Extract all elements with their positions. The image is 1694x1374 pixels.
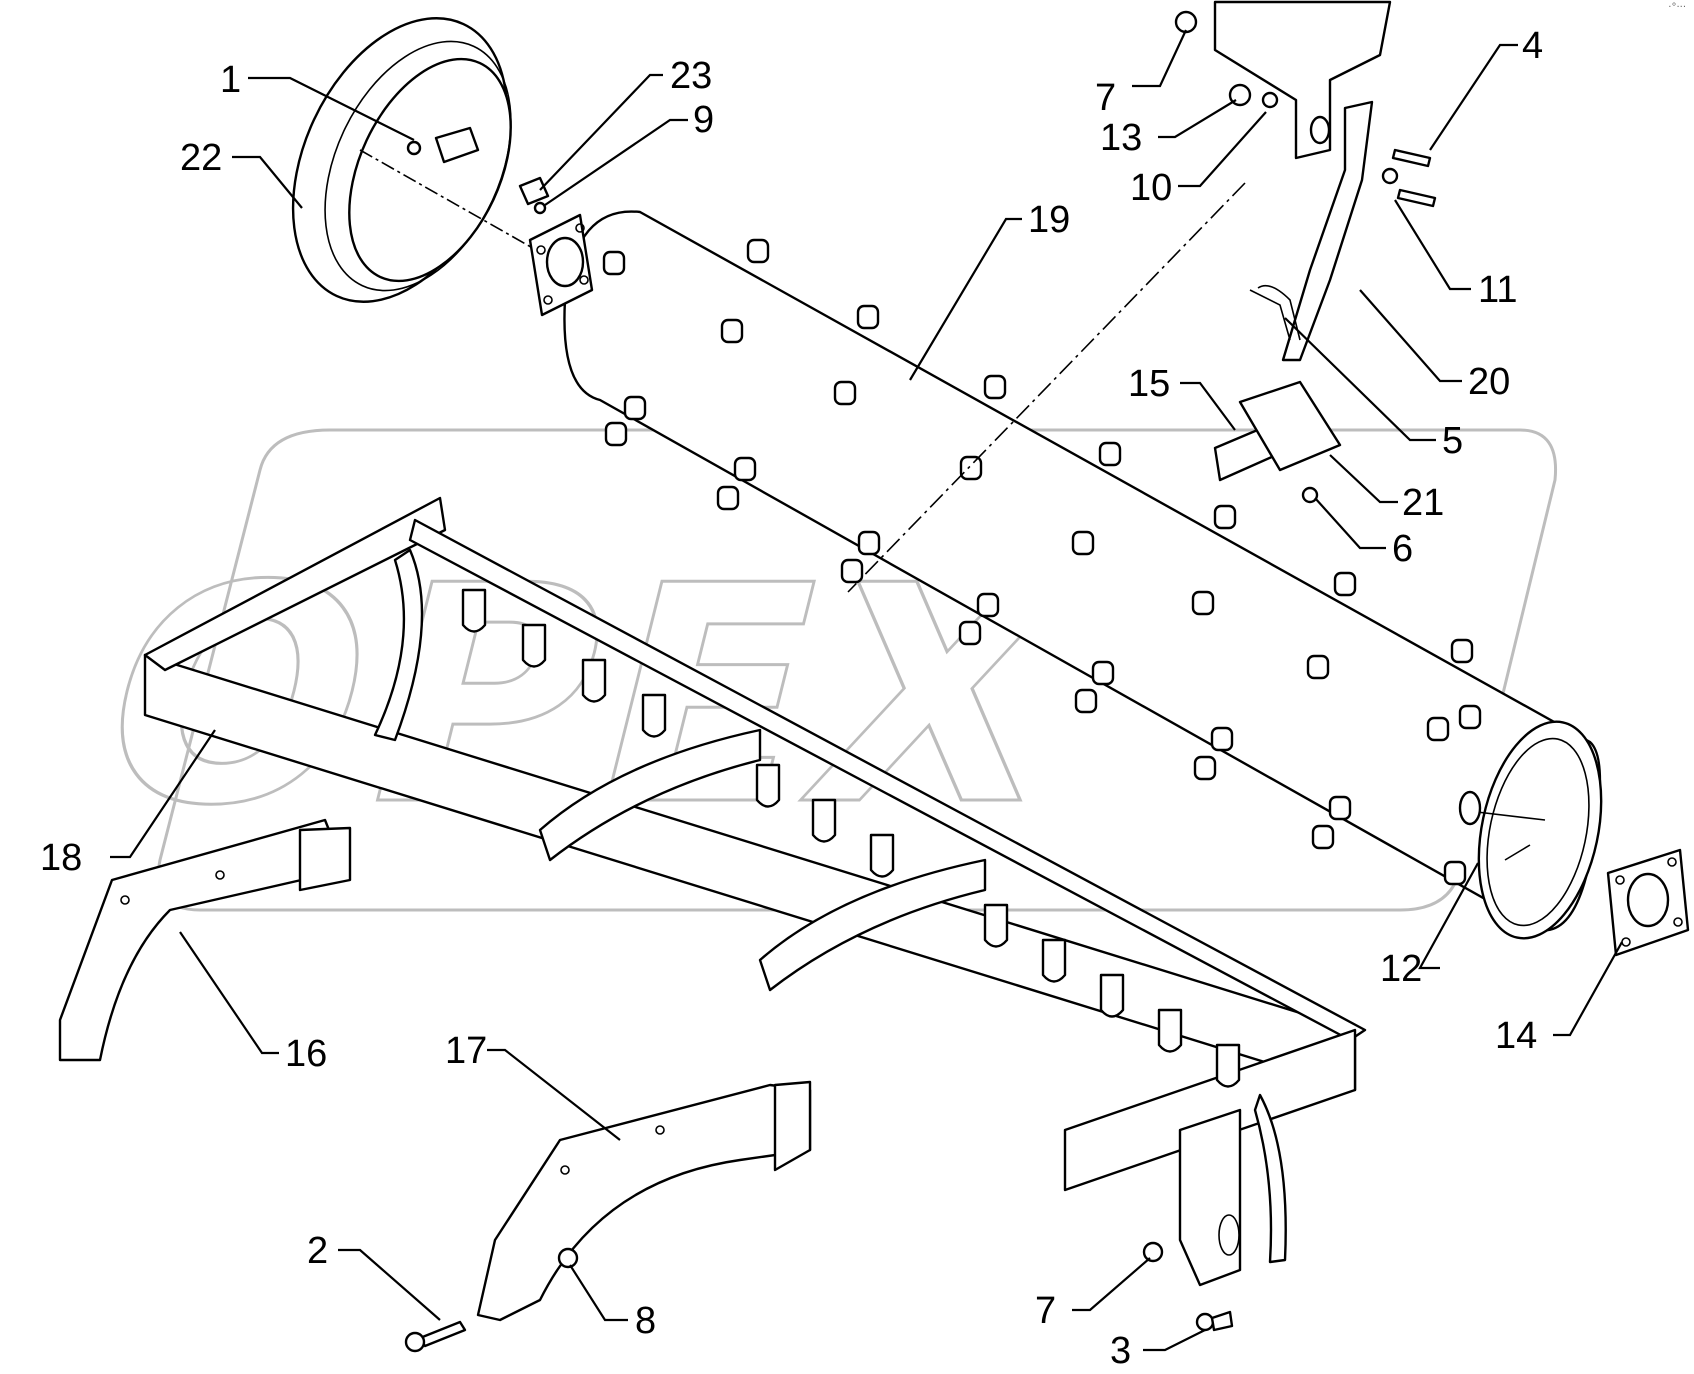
leader-lines — [110, 29, 1623, 1352]
scraper-assembly — [1213, 284, 1342, 482]
callout-19: 19 — [1028, 199, 1070, 241]
callout-5: 5 — [1442, 420, 1463, 462]
callout-9: 9 — [693, 99, 714, 141]
callout-1: 1 — [220, 59, 241, 101]
callout-2: 2 — [307, 1230, 328, 1272]
bearing-flange-right — [1606, 848, 1690, 957]
callout-6: 6 — [1392, 528, 1413, 570]
callout-10: 10 — [1130, 167, 1172, 209]
callout-16: 16 — [285, 1033, 327, 1075]
callout-20: 20 — [1468, 361, 1510, 403]
callout-4: 4 — [1522, 25, 1543, 67]
callout-8: 8 — [635, 1300, 656, 1342]
roller-drum — [563, 182, 1603, 940]
callout-12: 12 — [1380, 948, 1422, 990]
callout-3: 3 — [1110, 1330, 1131, 1372]
frame-lugs — [461, 588, 1241, 1088]
bearing-flange-left — [528, 213, 594, 317]
callout-23: 23 — [670, 55, 712, 97]
callout-labels: 1 22 23 9 7 13 10 4 19 11 20 15 5 21 6 1… — [40, 25, 1543, 1372]
top-mount-bracket — [1213, 0, 1392, 362]
side-arm-left — [58, 818, 352, 1062]
callout-18: 18 — [40, 837, 82, 879]
callout-15: 15 — [1128, 363, 1170, 405]
callout-22: 22 — [180, 137, 222, 179]
cage-wheel — [291, 17, 550, 303]
callout-11: 11 — [1478, 269, 1517, 311]
roller-studs — [602, 238, 1482, 886]
callout-21: 21 — [1402, 482, 1444, 524]
callout-17: 17 — [445, 1030, 487, 1072]
main-frame — [143, 496, 1367, 1287]
side-arm-right — [476, 1080, 812, 1322]
callout-7-bottom: 7 — [1035, 1290, 1056, 1332]
callout-14: 14 — [1495, 1015, 1537, 1057]
corner-mark: ·°··· — [1668, 2, 1686, 13]
callout-13: 13 — [1100, 117, 1142, 159]
callout-7-top: 7 — [1095, 77, 1116, 119]
